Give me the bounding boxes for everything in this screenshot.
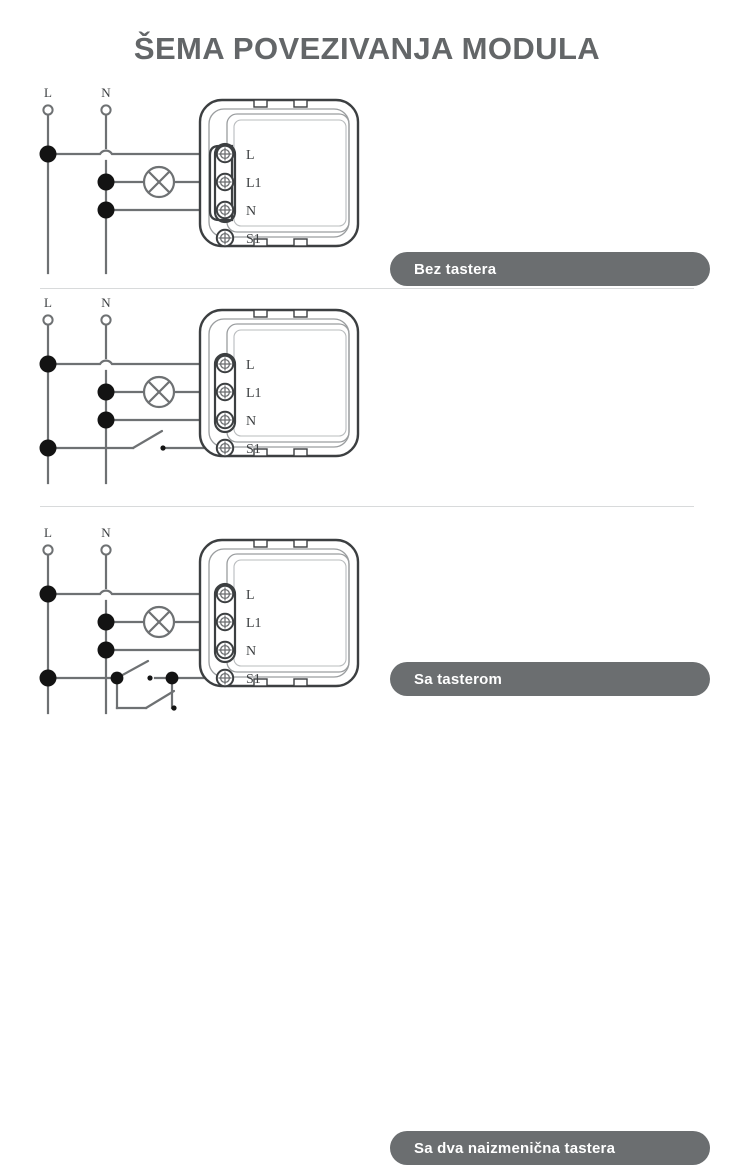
badge-label: Sa dva naizmenična tastera	[414, 1139, 616, 1157]
section-bez-tastera: L N L L1 N S1 Bez tastera	[0, 88, 734, 286]
junction-dot	[97, 641, 115, 659]
module-bottom-tab	[253, 448, 268, 457]
live-label: L	[44, 88, 52, 100]
junction-dot	[97, 613, 115, 631]
terminal-label-S1: S1	[246, 232, 261, 247]
neutral-supply-terminal	[100, 544, 112, 556]
live-label: L	[44, 528, 52, 540]
neutral-label: N	[101, 528, 111, 540]
neutral-label: N	[101, 88, 111, 100]
module-bottom-tab	[293, 678, 308, 687]
neutral-supply-terminal	[100, 314, 112, 326]
terminal-label-L: L	[246, 588, 255, 603]
terminal-label-S1: S1	[246, 672, 261, 687]
module-bottom-tab	[253, 238, 268, 247]
junction-dot	[97, 201, 115, 219]
module-top-tab	[253, 99, 268, 108]
badge-sa-dva-naizmenicna-tastera: Sa dva naizmenična tastera	[390, 1131, 710, 1165]
traveller-contact-dot	[171, 705, 177, 711]
two-way-switch-2-lever	[144, 689, 176, 710]
module-top-tab	[293, 539, 308, 548]
module-top-tab	[253, 309, 268, 318]
live-label: L	[44, 298, 52, 310]
neutral-supply-terminal	[100, 104, 112, 116]
badge-sa-tasterom: Sa tasterom	[390, 662, 710, 696]
module-top-tab	[293, 309, 308, 318]
traveller-contact-dot	[147, 675, 153, 681]
live-supply-terminal	[42, 314, 54, 326]
terminal-label-N: N	[246, 204, 256, 219]
module-bottom-tab	[293, 448, 308, 457]
section-divider-1	[40, 288, 694, 289]
lamp-x-icon	[142, 605, 176, 639]
live-supply-terminal	[42, 544, 54, 556]
terminal-label-L1: L1	[246, 386, 262, 401]
lamp-x-icon	[142, 375, 176, 409]
live-supply-terminal	[42, 104, 54, 116]
lamp-x-icon	[142, 165, 176, 199]
terminal-screws	[215, 584, 235, 688]
junction-dot	[97, 383, 115, 401]
badge-label: Sa tasterom	[414, 670, 503, 688]
terminal-label-L1: L1	[246, 616, 262, 631]
junction-dot	[39, 439, 57, 457]
terminal-label-N: N	[246, 644, 256, 659]
neutral-label: N	[101, 298, 111, 310]
push-button-lever	[131, 429, 164, 450]
section-sa-dva-naizmenicna-tastera: L N L L1 N S1 Sa dva naizmenična tastera	[0, 528, 734, 1165]
wire-live-to-terminal-L	[46, 359, 220, 366]
junction-dot	[39, 669, 57, 687]
terminal-label-N: N	[246, 414, 256, 429]
wiring-diagram-page: ŠEMA POVEZIVANJA MODULA	[0, 31, 734, 1165]
push-button-contact-dot	[160, 445, 166, 451]
terminal-label-S1: S1	[246, 442, 261, 457]
terminal-label-L1: L1	[246, 176, 262, 191]
junction-dot	[97, 411, 115, 429]
terminal-label-L: L	[246, 148, 255, 163]
terminal-screws	[215, 144, 235, 248]
module-top-tab	[293, 99, 308, 108]
junction-dot	[39, 145, 57, 163]
wire-live-to-terminal-L	[46, 589, 220, 596]
junction-dot	[97, 173, 115, 191]
badge-label: Bez tastera	[414, 260, 497, 278]
section-sa-tasterom: L N L L1 N S1 Sa tasterom	[0, 298, 734, 696]
badge-bez-tastera: Bez tastera	[390, 252, 710, 286]
two-way-switch-1-common	[110, 671, 124, 685]
section-divider-2	[40, 506, 694, 507]
page-title: ŠEMA POVEZIVANJA MODULA	[133, 31, 601, 66]
module-bottom-tab	[293, 238, 308, 247]
junction-dot	[39, 585, 57, 603]
wiring-diagram-2: L N L L1 N S1	[39, 298, 360, 485]
wiring-diagram-3: L N L L1 N S1	[39, 528, 360, 715]
wire-live-to-terminal-L	[46, 149, 220, 156]
terminal-label-L: L	[246, 358, 255, 373]
two-way-switch-2-common	[165, 671, 179, 685]
module-bottom-tab	[253, 678, 268, 687]
wiring-diagram-1: L N L L1 N S1	[39, 88, 360, 275]
junction-dot	[39, 355, 57, 373]
terminal-screws	[215, 354, 235, 458]
module-top-tab	[253, 539, 268, 548]
